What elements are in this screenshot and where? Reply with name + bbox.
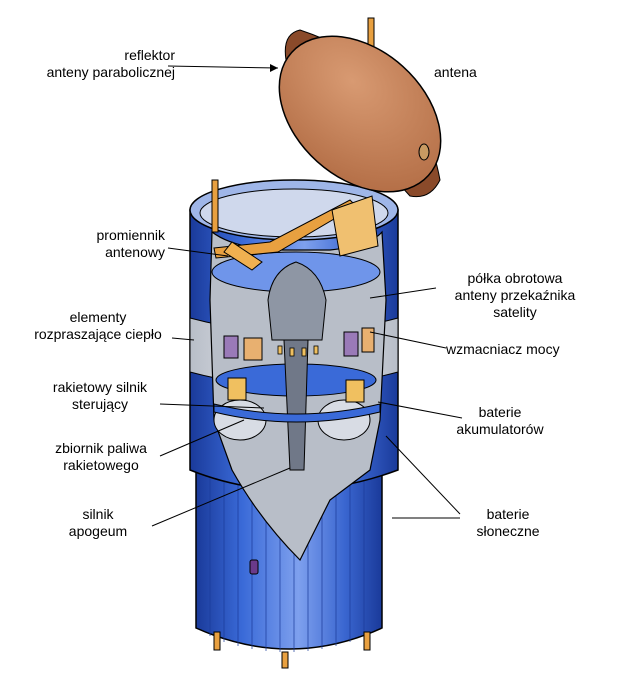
label-heat: elementy rozpraszające ciepło [14, 309, 182, 343]
label-apogee-line1: silnik [82, 506, 114, 522]
label-thruster-line1: rakietowy silnik [52, 379, 148, 395]
label-heat-line1: elementy [69, 309, 127, 325]
label-shelf-line1: półka obrotowa [467, 270, 563, 286]
label-tank: zbiornik paliwa rakietowego [40, 440, 162, 474]
label-batteries-line1: baterie [478, 404, 522, 420]
cutaway-interior [209, 230, 387, 562]
label-tank-line2: rakietowego [63, 457, 139, 473]
leader-arrowheads [270, 64, 278, 72]
parabolic-dish [278, 29, 442, 198]
label-reflector-line1: reflektor [124, 47, 175, 63]
label-reflector-line2: anteny parabolicznej [46, 64, 175, 80]
label-radiator-line1: promiennik [96, 227, 165, 243]
label-solar-line2: słoneczne [476, 523, 540, 539]
lower-solar-cylinder [195, 461, 383, 669]
label-batteries-line2: akumulatorów [456, 421, 544, 437]
label-tank-line1: zbiornik paliwa [55, 440, 147, 456]
label-radiator-line2: antenowy [105, 244, 165, 260]
label-shelf: półka obrotowa anteny przekaźnika sateli… [436, 270, 594, 321]
label-shelf-line3: satelity [493, 304, 537, 320]
leader-lines [151, 65, 463, 527]
label-solar-line1: baterie [486, 506, 530, 522]
label-batteries: baterie akumulatorów [436, 404, 564, 438]
label-apogee: silnik apogeum [48, 506, 148, 540]
label-antenna: antena [434, 64, 477, 81]
label-amplifier: wzmacniacz mocy [446, 341, 560, 358]
label-amplifier-line1: wzmacniacz mocy [446, 341, 560, 357]
antenna-mast [211, 17, 379, 271]
label-reflector: reflektor anteny parabolicznej [47, 47, 175, 81]
label-antenna-line1: antena [434, 64, 477, 80]
label-radiator: promiennik antenowy [97, 227, 165, 261]
label-heat-line2: rozpraszające ciepło [34, 326, 162, 342]
label-thruster: rakietowy silnik sterujący [30, 379, 170, 413]
label-solar: baterie słoneczne [458, 506, 558, 540]
label-thruster-line2: sterujący [71, 396, 129, 412]
label-shelf-line2: anteny przekaźnika [454, 287, 576, 303]
label-apogee-line2: apogeum [68, 523, 128, 539]
